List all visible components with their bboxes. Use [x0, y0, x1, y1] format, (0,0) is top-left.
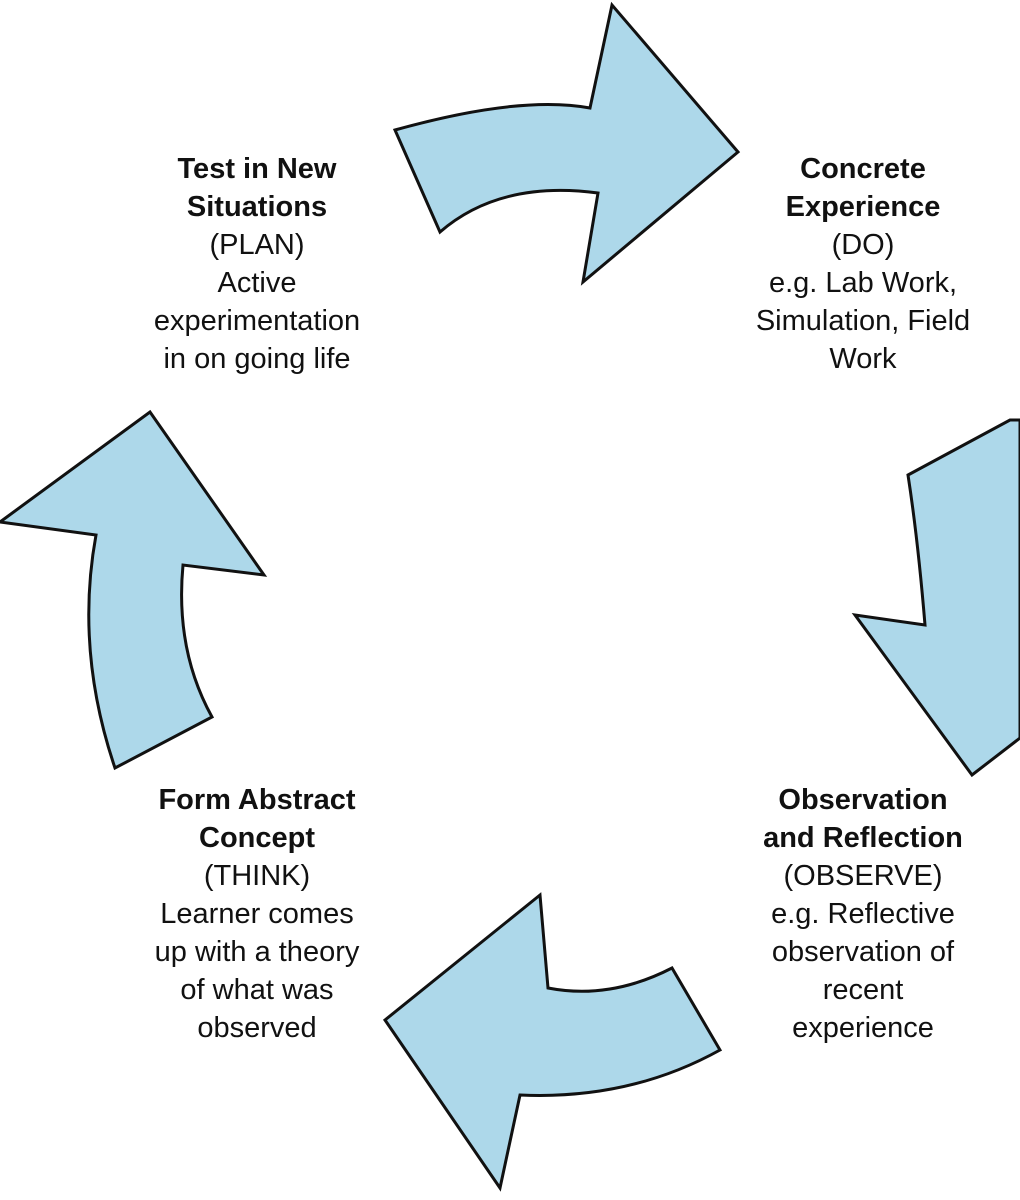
arrow-plan-to-do [392, 1, 741, 286]
stage-text-line: experience [792, 1012, 934, 1044]
stage-text-line: Active [217, 267, 297, 299]
stage-title-line: Concept [199, 822, 315, 854]
stage-title-line: Concrete [800, 153, 926, 185]
stage-text-line: (PLAN) [209, 229, 305, 261]
arrow-observe-to-think [382, 892, 723, 1192]
stage-title-line: and Reflection [763, 822, 963, 854]
stage-text-line: observed [197, 1012, 317, 1044]
stage-text-line: recent [822, 974, 904, 1006]
stage-text-line: Learner comes [160, 898, 354, 930]
stage-title-line: Experience [785, 191, 941, 223]
stage-title-line: Situations [186, 191, 328, 223]
stage-text-line: up with a theory [154, 936, 360, 968]
stage-text-line: (DO) [831, 229, 895, 261]
stage-text-line: e.g. Reflective [771, 898, 955, 930]
stage-text-line: e.g. Lab Work, [768, 267, 958, 299]
stage-text-line: in on going life [163, 343, 351, 375]
stage-text-line: of what was [180, 974, 334, 1006]
stage-text-line: Work [829, 343, 897, 375]
stage-title-line: Test in New [177, 153, 337, 185]
stage-concrete-experience: Concrete Experience (DO) e.g. Lab Work, … [718, 150, 1008, 378]
stage-title-line: Form Abstract [158, 784, 356, 816]
stage-form-abstract-concept: Form Abstract Concept (THINK) Learner co… [112, 781, 402, 1047]
stage-text-line: (THINK) [203, 860, 311, 892]
stage-text-line: (OBSERVE) [783, 860, 943, 892]
arrow-do-to-observe [851, 418, 1020, 778]
arrow-think-to-plan [0, 409, 268, 771]
stage-text-line: observation of [771, 936, 955, 968]
stage-text-line: Simulation, Field [755, 305, 971, 337]
stage-observation-reflection: Observation and Reflection (OBSERVE) e.g… [718, 781, 1008, 1047]
stage-title-line: Observation [778, 784, 948, 816]
stage-text-line: experimentation [153, 305, 361, 337]
stage-test-new-situations: Test in New Situations (PLAN) Active exp… [112, 150, 402, 378]
